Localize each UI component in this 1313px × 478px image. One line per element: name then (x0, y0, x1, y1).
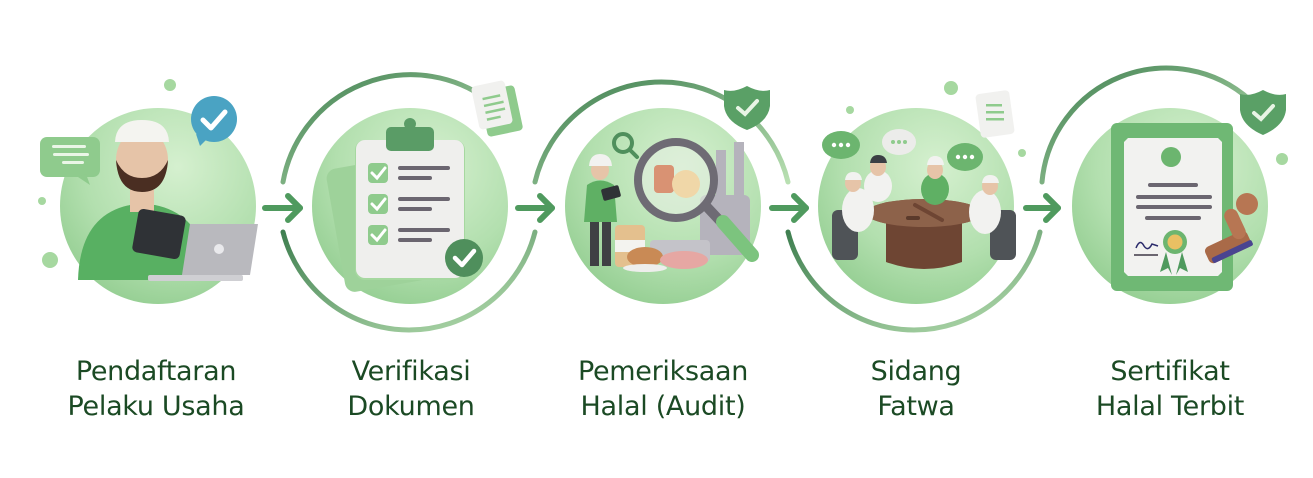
floating-document-icon-2 (975, 90, 1015, 138)
stamp-icon (1204, 193, 1258, 264)
progress-ring-4 (785, 229, 1043, 333)
meeting-table-icon (832, 155, 1016, 269)
progress-ring-3 (532, 79, 791, 185)
progress-ring-2 (280, 72, 538, 333)
magnifier-audit-icon (634, 138, 759, 262)
step-2-label-line2: Dokumen (347, 391, 475, 422)
step-3-label-line1: Pemeriksaan (577, 356, 749, 387)
step-4-illustration (818, 81, 1026, 304)
step-1-label-line2: Pelaku Usaha (67, 391, 245, 422)
step-4-label-line1: Sidang (870, 356, 962, 387)
step-2-illustration (312, 80, 523, 304)
arrow-right-icon-1 (262, 193, 303, 223)
step-1-label: Pendaftaran Pelaku Usaha (36, 354, 276, 424)
step-2-label: Verifikasi Dokumen (291, 354, 531, 424)
certificate-icon (1111, 123, 1233, 291)
step-5-illustration (1072, 90, 1288, 304)
clipboard-checklist-icon (326, 118, 483, 292)
step-1-illustration (38, 79, 258, 304)
chat-bubble-icons (822, 129, 983, 171)
food-products-icon (615, 225, 708, 272)
step-3-label: Pemeriksaan Halal (Audit) (543, 354, 783, 424)
progress-ring-5 (1039, 65, 1253, 185)
step-5-label-line1: Sertifikat (1110, 356, 1230, 387)
man-with-tablet-icon (78, 120, 210, 280)
floating-document-icon (471, 80, 523, 137)
speech-bubble-icon (40, 137, 100, 185)
arrow-right-icon-4 (1023, 193, 1061, 223)
check-bubble-icon (191, 96, 237, 146)
step-3-illustration (565, 86, 770, 304)
inspector-person-icon (584, 154, 621, 266)
shield-check-icon-2 (1240, 90, 1286, 135)
step-5-label-line2: Halal Terbit (1095, 391, 1245, 422)
step-4-label: Sidang Fatwa (796, 354, 1036, 424)
step-1-label-line1: Pendaftaran (75, 356, 237, 387)
step-5-label: Sertifikat Halal Terbit (1050, 354, 1290, 424)
shield-check-icon (724, 86, 770, 130)
search-small-icon (612, 132, 639, 159)
step-3-label-line2: Halal (Audit) (580, 391, 746, 422)
arrow-right-icon-3 (769, 193, 809, 223)
laptop-icon (148, 224, 258, 281)
step-2-label-line1: Verifikasi (351, 356, 471, 387)
arrow-right-icon-2 (515, 193, 555, 223)
step-4-label-line2: Fatwa (877, 391, 955, 422)
